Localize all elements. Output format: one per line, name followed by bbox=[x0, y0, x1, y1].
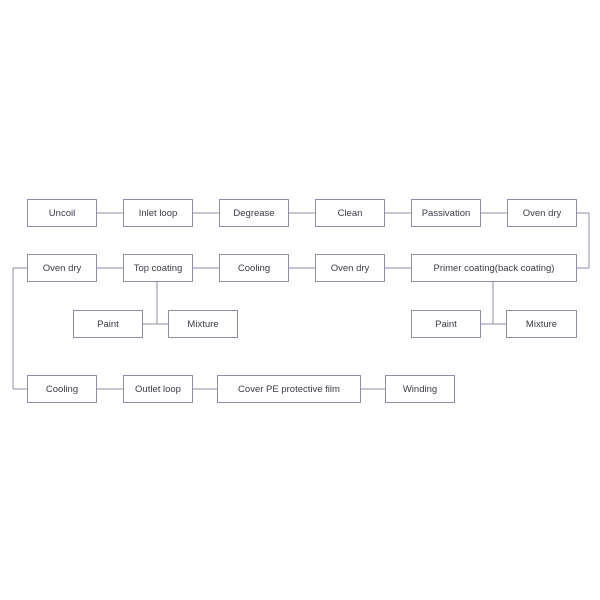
input-paint-primer: Paint bbox=[411, 310, 481, 338]
step-degrease: Degrease bbox=[219, 199, 289, 227]
step-cooling-1: Cooling bbox=[219, 254, 289, 282]
step-winding: Winding bbox=[385, 375, 455, 403]
step-oven-dry-3: Oven dry bbox=[27, 254, 97, 282]
step-primer-coating: Primer coating(back coating) bbox=[411, 254, 577, 282]
step-top-coating: Top coating bbox=[123, 254, 193, 282]
step-inlet-loop: Inlet loop bbox=[123, 199, 193, 227]
step-oven-dry-2: Oven dry bbox=[315, 254, 385, 282]
step-oven-dry-1: Oven dry bbox=[507, 199, 577, 227]
step-cooling-2: Cooling bbox=[27, 375, 97, 403]
step-clean: Clean bbox=[315, 199, 385, 227]
step-passivation: Passivation bbox=[411, 199, 481, 227]
input-mixture-top: Mixture bbox=[168, 310, 238, 338]
step-uncoil: Uncoil bbox=[27, 199, 97, 227]
input-mixture-primer: Mixture bbox=[506, 310, 577, 338]
step-outlet-loop: Outlet loop bbox=[123, 375, 193, 403]
input-paint-top: Paint bbox=[73, 310, 143, 338]
step-cover-pe-film: Cover PE protective film bbox=[217, 375, 361, 403]
